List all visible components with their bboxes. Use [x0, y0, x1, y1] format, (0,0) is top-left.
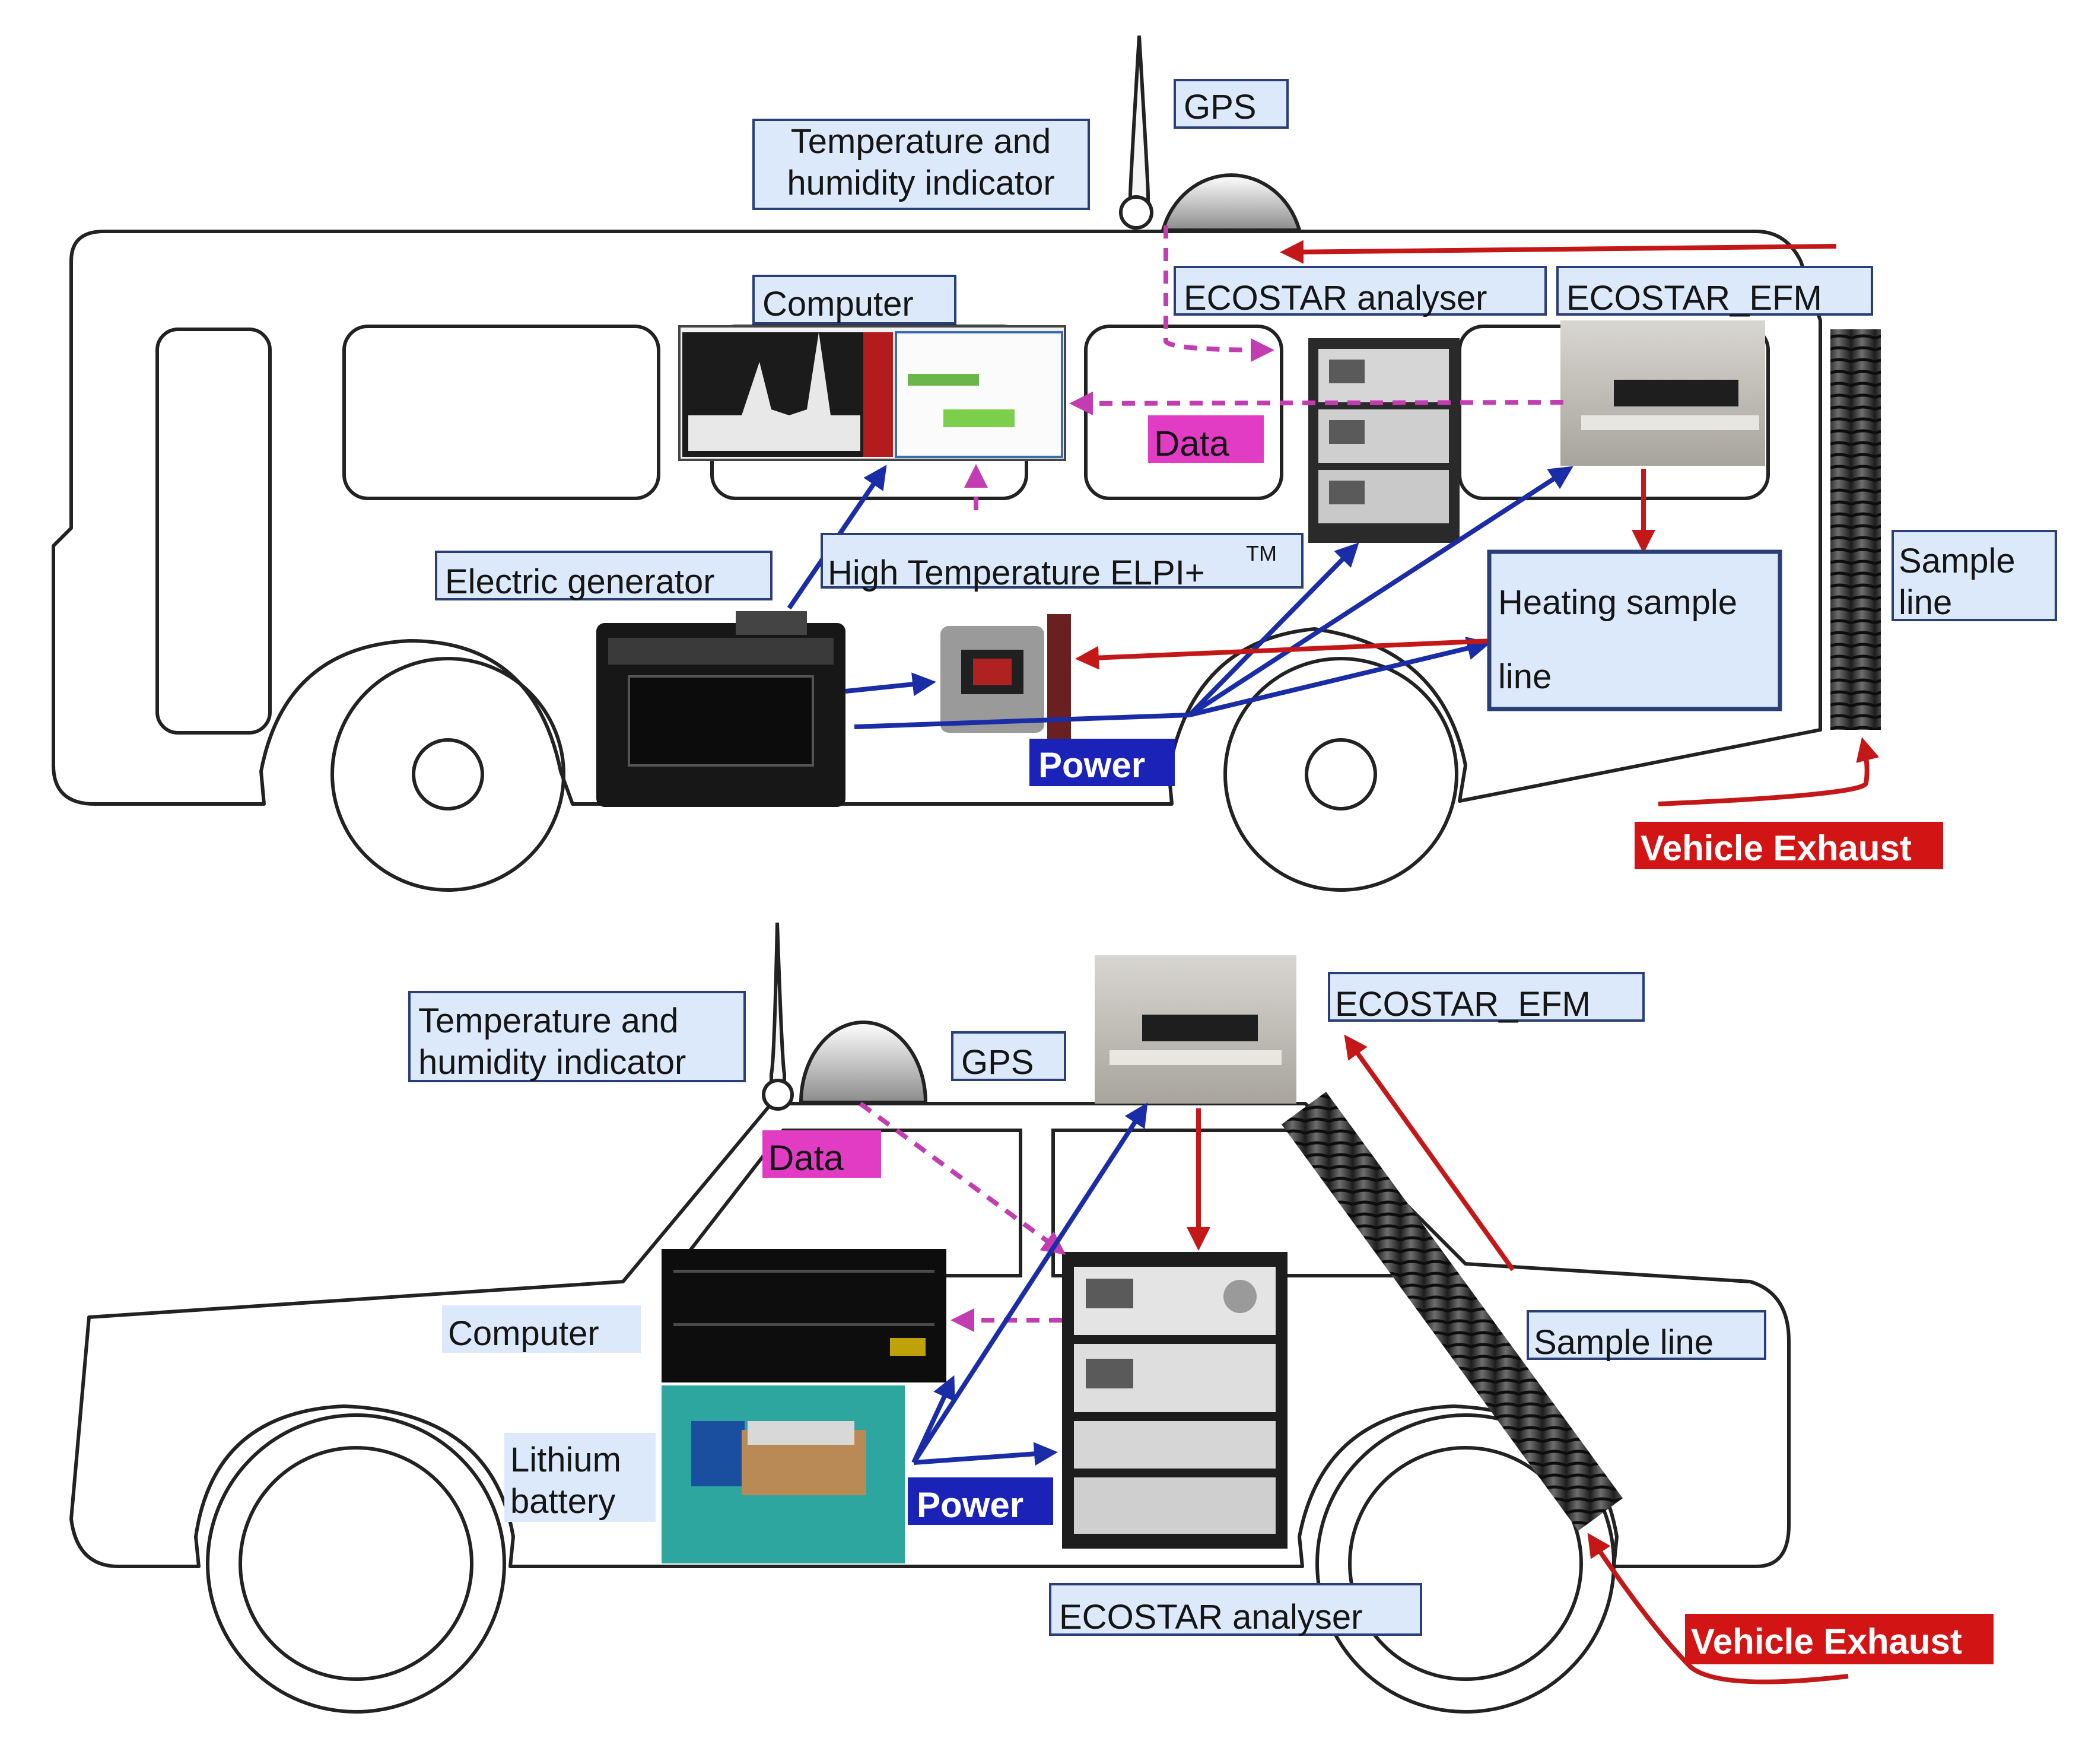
bus-power-to-efm-arrow	[1188, 466, 1573, 717]
svg-text:Temperature and: Temperature and	[418, 1002, 678, 1040]
car-front-wheel	[206, 1413, 506, 1714]
gps-dome-icon	[1161, 173, 1302, 232]
car-battery-to-efm-arrow	[911, 1102, 1148, 1464]
bus-power-tag: Power	[1029, 739, 1175, 786]
svg-text:Electric generator: Electric generator	[445, 562, 715, 601]
gps-dome-icon	[799, 1021, 928, 1104]
bus-rear-wheel	[1223, 657, 1458, 892]
car-exhaust-arrow	[1587, 1533, 1849, 1684]
car-computer-label: Computer	[442, 1305, 641, 1353]
svg-text:Data: Data	[1154, 424, 1229, 463]
svg-text:GPS: GPS	[961, 1043, 1034, 1082]
car-rear-wheel	[1315, 1413, 1616, 1714]
car-lithium-battery-label: Lithium battery	[504, 1433, 656, 1522]
bus-gen-to-elpi-arrow	[845, 672, 936, 697]
svg-text:High Temperature ELPI+: High Temperature ELPI+	[828, 554, 1205, 592]
svg-text:humidity indicator: humidity indicator	[787, 164, 1054, 202]
car-data-tag: Data	[762, 1130, 881, 1178]
bus-ecostar-analyser-label: ECOSTAR analyser	[1174, 266, 1547, 317]
car-power-tag: Power	[908, 1477, 1053, 1525]
computer-screen-photo	[662, 1249, 946, 1382]
bus-heating-to-elpi-arrow	[1075, 638, 1493, 670]
car-panel: Temperature and humidity indicator GPS E…	[69, 922, 1994, 1714]
computer-screen-photo	[678, 325, 1066, 461]
antenna-icon	[762, 922, 794, 1111]
bus-electric-generator-label: Electric generator	[435, 551, 773, 601]
svg-text:Heating sample: Heating sample	[1498, 583, 1737, 622]
bus-roof-sample-arrow	[1280, 240, 1837, 264]
car-gps-data-arrow	[859, 1101, 1066, 1255]
bus-front-wheel	[330, 657, 565, 892]
svg-text:Computer: Computer	[448, 1314, 599, 1353]
svg-text:Power: Power	[1038, 745, 1145, 785]
bus-heating-sample-line-label: Heating sample line	[1487, 549, 1782, 711]
ecostar-analyser-photo	[1062, 1252, 1288, 1549]
car-exhaust-tag: Vehicle Exhaust	[1685, 1614, 1994, 1664]
bus-power-line	[854, 713, 1190, 729]
svg-text:Lithium: Lithium	[510, 1441, 621, 1479]
bus-gps-label: GPS	[1174, 79, 1289, 129]
svg-text:GPS: GPS	[1184, 88, 1257, 126]
svg-text:line: line	[1498, 657, 1552, 696]
svg-text:ECOSTAR analyser: ECOSTAR analyser	[1059, 1598, 1362, 1636]
car-arrows	[859, 1034, 1849, 1684]
svg-text:TM: TM	[1246, 541, 1277, 565]
sample-line-hose	[1830, 329, 1881, 730]
svg-text:Sample line: Sample line	[1534, 1323, 1714, 1362]
car-gps-label: GPS	[951, 1031, 1066, 1082]
svg-text:humidity indicator: humidity indicator	[418, 1043, 686, 1082]
car-sample-to-efm-arrow	[1344, 1034, 1515, 1272]
bus-elpi-label: High Temperature ELPI+ TM	[821, 533, 1304, 592]
bus-door-window	[155, 328, 272, 735]
bus-data-tag: Data	[1148, 415, 1264, 463]
car-temp-humidity-label: Temperature and humidity indicator	[408, 991, 746, 1082]
bus-efm-data-arrow	[1069, 391, 1564, 415]
bus-panel: Temperature and humidity indicator GPS C…	[52, 35, 2057, 892]
antenna-icon	[1119, 35, 1153, 230]
elpi-photo	[940, 614, 1071, 739]
bus-arrows	[787, 225, 1880, 806]
bus-ecostar-efm-label: ECOSTAR_EFM	[1556, 266, 1873, 317]
bus-power-to-heating-arrow	[1189, 637, 1491, 717]
svg-text:Vehicle Exhaust: Vehicle Exhaust	[1691, 1622, 1962, 1661]
car-ecostar-efm-label: ECOSTAR_EFM	[1328, 972, 1645, 1024]
car-sample-line-label: Sample line	[1527, 1310, 1766, 1362]
efm-photo	[1095, 955, 1296, 1104]
svg-text:Power: Power	[917, 1485, 1023, 1525]
svg-text:Data: Data	[768, 1138, 844, 1178]
bus-computer-label: Computer	[752, 275, 956, 325]
electric-generator-photo	[596, 611, 845, 807]
ecostar-efm-photo	[1560, 320, 1765, 466]
svg-text:Sample: Sample	[1899, 542, 2016, 580]
car-ecostar-analyser-label: ECOSTAR analyser	[1049, 1583, 1422, 1636]
lithium-battery-photo	[662, 1385, 905, 1563]
bus-power-to-analyser-arrow	[1188, 542, 1359, 717]
sample-line-hose	[1282, 1092, 1623, 1531]
svg-text:line: line	[1899, 583, 1952, 622]
svg-text:battery: battery	[510, 1482, 615, 1521]
svg-text:Computer: Computer	[762, 285, 914, 323]
bus-exhaust-arrow	[1658, 737, 1880, 806]
car-battery-to-analyser-arrow	[913, 1442, 1058, 1466]
svg-text:ECOSTAR_EFM: ECOSTAR_EFM	[1335, 985, 1591, 1024]
svg-text:Vehicle Exhaust: Vehicle Exhaust	[1641, 828, 1912, 868]
ecostar-analyser-photo	[1308, 338, 1460, 543]
bus-temp-humidity-label: Temperature and humidity indicator	[752, 119, 1090, 210]
svg-text:Temperature and: Temperature and	[791, 122, 1051, 161]
bus-window-1	[342, 325, 660, 500]
svg-text:ECOSTAR_EFM: ECOSTAR_EFM	[1566, 279, 1822, 317]
bus-exhaust-tag: Vehicle Exhaust	[1635, 822, 1943, 869]
svg-text:ECOSTAR analyser: ECOSTAR analyser	[1184, 279, 1487, 317]
bus-sample-line-label: Sample line	[1892, 530, 2057, 622]
bus-gps-data-arrow	[1164, 225, 1274, 362]
